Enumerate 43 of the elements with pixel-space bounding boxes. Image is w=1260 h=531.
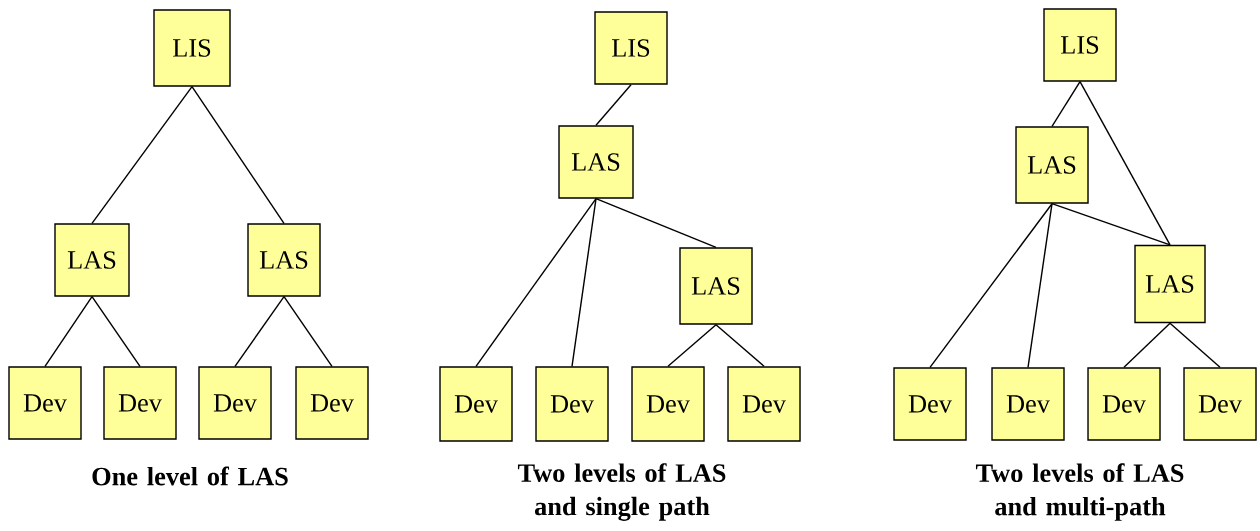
device-box: Dev: [727, 366, 801, 442]
device-box: Dev: [295, 366, 369, 440]
connector-line: [929, 203, 1053, 368]
connector-line: [1169, 322, 1221, 368]
device-box: LAS: [54, 223, 130, 297]
connector-line: [91, 86, 193, 224]
device-box: Dev: [1087, 367, 1161, 441]
device-box: Dev: [198, 366, 272, 440]
device-box: LAS: [679, 247, 753, 325]
device-box: Dev: [893, 367, 967, 441]
device-box: Dev: [103, 366, 177, 440]
connector-line: [44, 296, 93, 367]
device-box: Dev: [439, 366, 513, 442]
connector-line: [1079, 81, 1171, 246]
device-box: LIS: [594, 11, 668, 85]
tree-caption: Two levels of LAS and multi-path: [975, 463, 1184, 521]
device-box: LIS: [1043, 8, 1117, 82]
connector-line: [595, 198, 717, 248]
connector-line: [91, 296, 141, 367]
tree-caption: Two levels of LAS and single path: [517, 463, 726, 521]
connector-line: [715, 324, 765, 367]
connector-line: [1051, 81, 1081, 127]
connector-line: [234, 296, 285, 367]
device-box: LIS: [153, 9, 231, 87]
device-box: Dev: [535, 366, 609, 442]
connector-line: [191, 86, 285, 224]
connector-line: [595, 84, 632, 126]
device-box: Dev: [991, 367, 1065, 441]
device-box: Dev: [8, 366, 82, 440]
connector-line: [1027, 203, 1053, 368]
connector-line: [667, 324, 717, 367]
device-box: LAS: [558, 125, 634, 199]
device-box: Dev: [1183, 367, 1257, 441]
device-box: LAS: [1015, 126, 1089, 204]
tree-caption: One level of LAS: [92, 466, 288, 486]
connector-line: [283, 296, 333, 367]
device-box: LAS: [1134, 244, 1206, 324]
connector-line: [475, 198, 597, 367]
device-box: Dev: [631, 366, 705, 442]
device-box: LAS: [247, 223, 321, 297]
connector-line: [1123, 322, 1171, 368]
connector-line: [571, 198, 597, 367]
connector-line: [1051, 203, 1171, 246]
